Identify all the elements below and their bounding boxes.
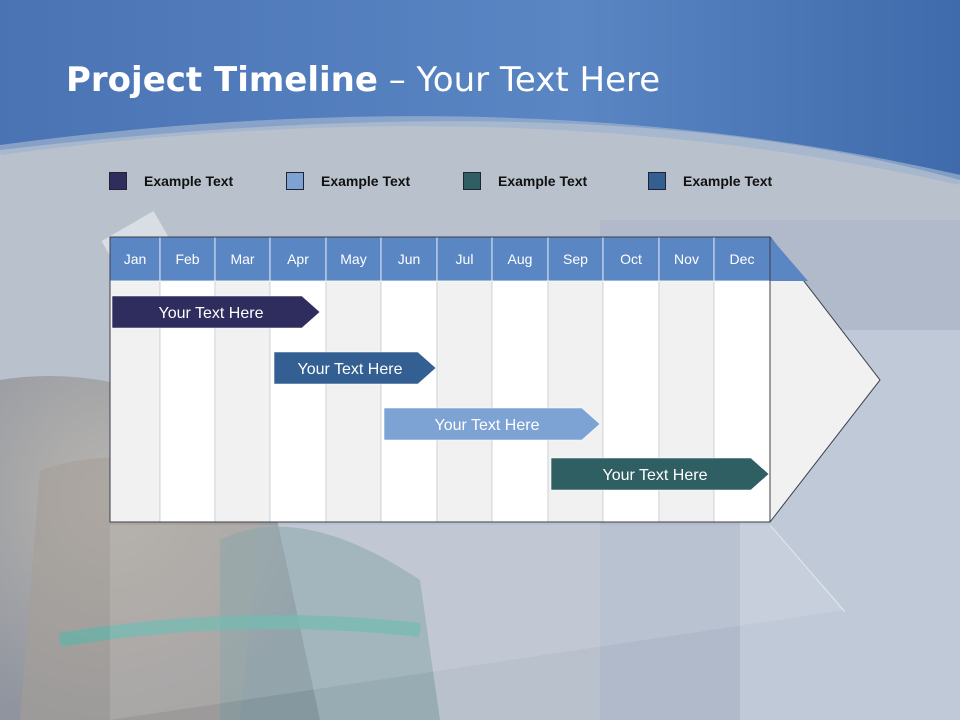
task-bar-1 xyxy=(111,295,321,329)
month-label-dec: Dec xyxy=(730,251,755,267)
legend-label-3: Example Text xyxy=(498,173,588,189)
month-label-feb: Feb xyxy=(175,251,199,267)
month-header-cell xyxy=(380,236,438,282)
month-label-apr: Apr xyxy=(287,251,309,267)
task-bar-label-1: Your Text Here xyxy=(159,305,264,322)
month-label-aug: Aug xyxy=(508,251,533,267)
month-label-sep: Sep xyxy=(563,251,588,267)
month-label-jul: Jul xyxy=(456,251,474,267)
legend-label-4: Example Text xyxy=(683,173,773,189)
month-header-cell xyxy=(547,236,604,282)
month-label-jan: Jan xyxy=(124,251,147,267)
task-bar-label-3: Your Text Here xyxy=(435,417,540,434)
month-header-cell xyxy=(658,236,715,282)
reflection-shape xyxy=(110,525,845,720)
month-label-mar: Mar xyxy=(230,251,254,267)
month-column-jul xyxy=(436,280,493,523)
legend-label-2: Example Text xyxy=(321,173,411,189)
month-label-oct: Oct xyxy=(620,251,642,267)
task-bar-4 xyxy=(550,457,770,491)
reflection-edge xyxy=(769,524,846,613)
title-bold-part: Project Timeline xyxy=(66,60,378,100)
month-header-cell xyxy=(602,236,660,282)
legend-item-3: Example Text xyxy=(463,170,587,192)
month-header-cell xyxy=(214,236,271,282)
month-column-jun xyxy=(380,280,438,523)
title-rest-part: – Your Text Here xyxy=(377,60,661,100)
task-bar-label-4: Your Text Here xyxy=(603,467,708,484)
legend-swatch-4 xyxy=(648,172,666,190)
task-bar-label-2: Your Text Here xyxy=(298,361,403,378)
legend-item-4: Example Text xyxy=(648,170,772,192)
month-label-nov: Nov xyxy=(674,251,699,267)
legend-swatch-3 xyxy=(463,172,481,190)
legend-swatch-1 xyxy=(109,172,127,190)
slide-title: Project Timeline – Your Text Here xyxy=(66,60,660,100)
task-bar-3 xyxy=(383,407,601,441)
month-column-may xyxy=(325,280,382,523)
legend-item-1: Example Text xyxy=(109,170,233,192)
legend-label-1: Example Text xyxy=(144,173,234,189)
month-label-jun: Jun xyxy=(398,251,421,267)
legend-swatch-2 xyxy=(286,172,304,190)
timeline-frame xyxy=(109,236,771,523)
legend-item-2: Example Text xyxy=(286,170,410,192)
task-bar-2 xyxy=(273,351,437,385)
timeline-header: Jan Feb Mar Apr May Jun Jul Aug Sep Oct Nov Dec xyxy=(109,236,808,523)
month-label-may: May xyxy=(340,251,366,267)
month-column-aug xyxy=(491,280,549,523)
timeline-reflection xyxy=(110,524,846,720)
